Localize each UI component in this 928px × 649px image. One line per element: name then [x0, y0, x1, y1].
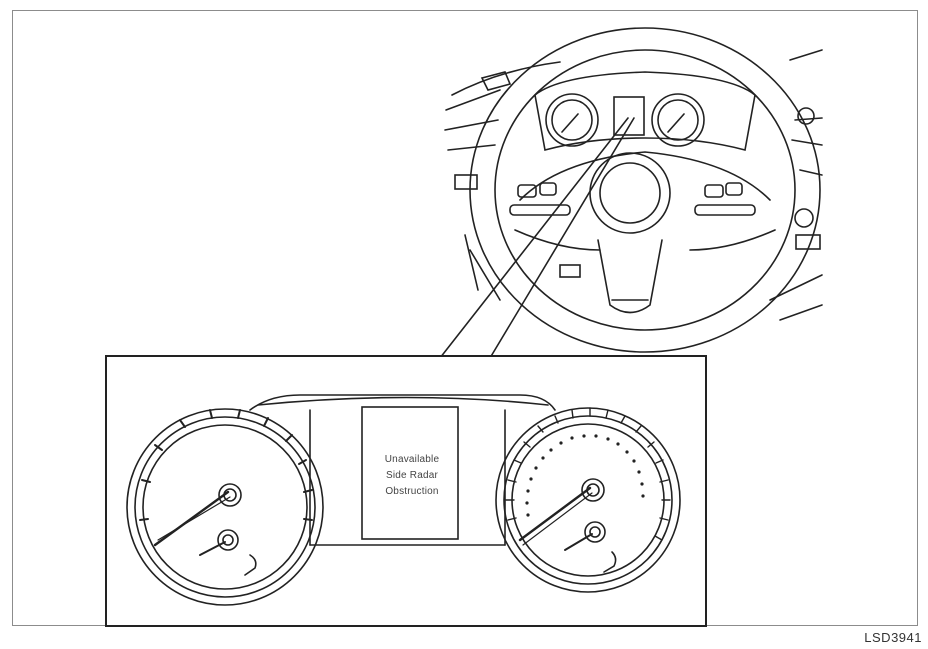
steering-wheel-view [444, 27, 823, 353]
figure-code: LSD3941 [864, 630, 922, 645]
display-message-line-2: Side Radar [385, 470, 439, 481]
display-message-line-3: Obstruction [385, 486, 439, 497]
right-gauge [495, 407, 681, 593]
left-gauge [126, 408, 324, 606]
cluster-inset [105, 355, 707, 627]
display-message-line-1: Unavailable [384, 454, 440, 465]
callout-lines [439, 117, 635, 359]
center-display [361, 406, 459, 540]
